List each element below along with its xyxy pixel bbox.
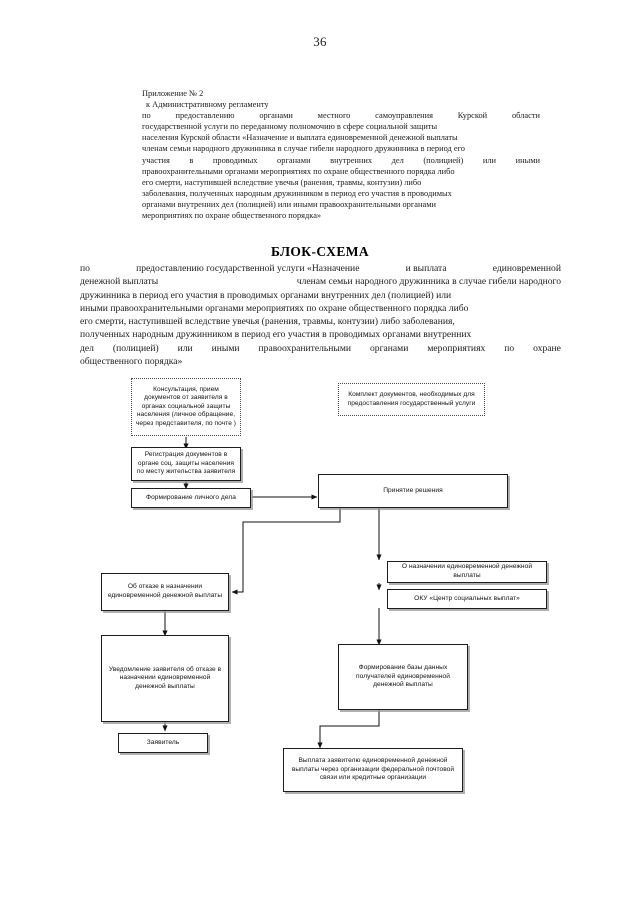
flow-node-label: Об отказе в назначении единовременной де… [107, 583, 223, 599]
flow-node-document-set: Комплект документов, необходимых для пре… [338, 383, 485, 416]
appendix-word: Курской [457, 111, 488, 121]
flow-node-payment-center: ОКУ «Центр социальных выплат» [387, 589, 547, 609]
flow-node-refusal-notice: Уведомление заявителя об отказе в назнач… [101, 635, 229, 722]
appendix-word: участия [142, 155, 170, 165]
appendix-word: в [189, 155, 194, 165]
lead-word: и выплата [405, 263, 447, 274]
lead-word: единовременной [492, 263, 561, 274]
appendix-word: (полицией) [423, 155, 464, 165]
page-title: БЛОК-СХЕМА [270, 244, 370, 259]
lead-line: дел (полицией) или иными правоохранитель… [80, 342, 561, 355]
appendix-word: по [142, 111, 151, 121]
flow-node-label: Формирование личного дела [146, 493, 236, 501]
flow-node-payout: Выплата заявителю единовременной денежно… [283, 748, 463, 792]
lead-word: денежной выплаты [80, 276, 159, 288]
appendix-body-line: его смерти, наступившей вследствие увечь… [142, 177, 422, 187]
appendix-word: самоуправления [375, 111, 433, 121]
flow-node-personal-file: Формирование личного дела [131, 488, 251, 508]
lead-line: общественного порядка» [80, 356, 183, 368]
appendix-line-2: к Административному регламенту [146, 100, 269, 110]
appendix-header: Приложение № 2 к Административному регла… [142, 88, 540, 221]
lead-word: охране [533, 342, 561, 354]
lead-word: (полицией) [112, 342, 159, 354]
lead-line: полученных народным дружинником в период… [80, 329, 472, 341]
flow-node-applicant: Заявитель [118, 733, 208, 753]
page-number: 36 [313, 34, 327, 49]
appendix-word: внутренних [330, 155, 373, 165]
lead-word: по [80, 263, 90, 274]
flow-node-database: Формирование базы данных получателей еди… [338, 644, 468, 710]
lead-line: дружинника в период его участия в провод… [80, 289, 452, 301]
lead-line: по предоставлению государственной услуги… [80, 262, 561, 275]
flow-node-label: Выплата заявителю единовременной денежно… [291, 757, 455, 782]
flow-node-label: О назначении единовременной денежной вып… [401, 563, 533, 579]
flow-node-label: Регистрация документов в органе соц. защ… [136, 451, 236, 476]
lead-word: членам семьи народного дружинника в случ… [296, 276, 561, 288]
flow-node-grant-decision: О назначении единовременной денежной вып… [387, 561, 547, 583]
appendix-line-1: Приложение № 2 [142, 89, 204, 98]
flow-node-refusal-decision: Об отказе в назначении единовременной де… [101, 573, 229, 611]
lead-line: его смерти, наступившей вследствие увечь… [80, 316, 455, 328]
flow-node-label: ОКУ «Центр социальных выплат» [414, 594, 520, 602]
flow-node-decision: Принятие решения [318, 474, 508, 508]
flow-node-label: Заявитель [146, 738, 180, 746]
appendix-body-line: участия в проводимых органами внутренних… [142, 155, 540, 166]
lead-word: органами [370, 342, 409, 354]
flow-node-label: Принятие решения [383, 486, 443, 494]
lead-word: дел [80, 342, 94, 354]
flow-node-label: Консультация, прием документов от заявит… [135, 385, 237, 427]
flow-node-label: Комплект документов, необходимых для пре… [347, 390, 476, 407]
appendix-word: органами [259, 111, 293, 121]
flow-node-consultation: Консультация, прием документов от заявит… [131, 378, 241, 436]
appendix-word: области [511, 111, 540, 121]
appendix-body-line: населения Курской области «Назначение и … [142, 133, 458, 143]
flow-node-label: Формирование базы данных получателей еди… [356, 664, 450, 689]
lead-line: иными правоохранительными органами мероп… [80, 302, 469, 314]
appendix-body-line: органами внутренних дел (полицией) или и… [142, 199, 437, 209]
lead-word: или [177, 342, 193, 354]
appendix-word: проводимых [212, 155, 258, 165]
appendix-word: иными [515, 155, 540, 165]
lead-word: правоохранительными [258, 342, 352, 354]
appendix-body-line: заболевания, полученных народным дружинн… [142, 188, 452, 198]
lead-line: денежной выплаты членам семьи народного … [80, 275, 561, 288]
appendix-word: местного [317, 111, 351, 121]
lead-word: предоставлению государственной услуги «Н… [136, 263, 360, 274]
appendix-word: или [482, 155, 497, 165]
appendix-body-line: правоохранительными органами мероприятия… [142, 166, 455, 176]
appendix-body-line: членам семьи народного дружинника в случ… [142, 144, 465, 154]
flow-node-label: Уведомление заявителя об отказе в назнач… [108, 665, 222, 690]
appendix-body-line: мероприятиях по охране общественного пор… [142, 211, 322, 221]
appendix-word: дел [391, 155, 404, 165]
appendix-word: предоставлению [175, 111, 235, 121]
flow-node-registration: Регистрация документов в органе соц. защ… [131, 447, 241, 481]
lead-paragraph: по предоставлению государственной услуги… [80, 262, 561, 368]
lead-word: мероприятиях [427, 342, 486, 354]
lead-word: иными [211, 342, 240, 354]
appendix-body-line: по предоставлению органами местного само… [142, 110, 540, 121]
appendix-word: органами [277, 155, 311, 165]
appendix-body-line: государственной услуги по переданному по… [142, 122, 438, 132]
lead-word: по [504, 342, 515, 354]
